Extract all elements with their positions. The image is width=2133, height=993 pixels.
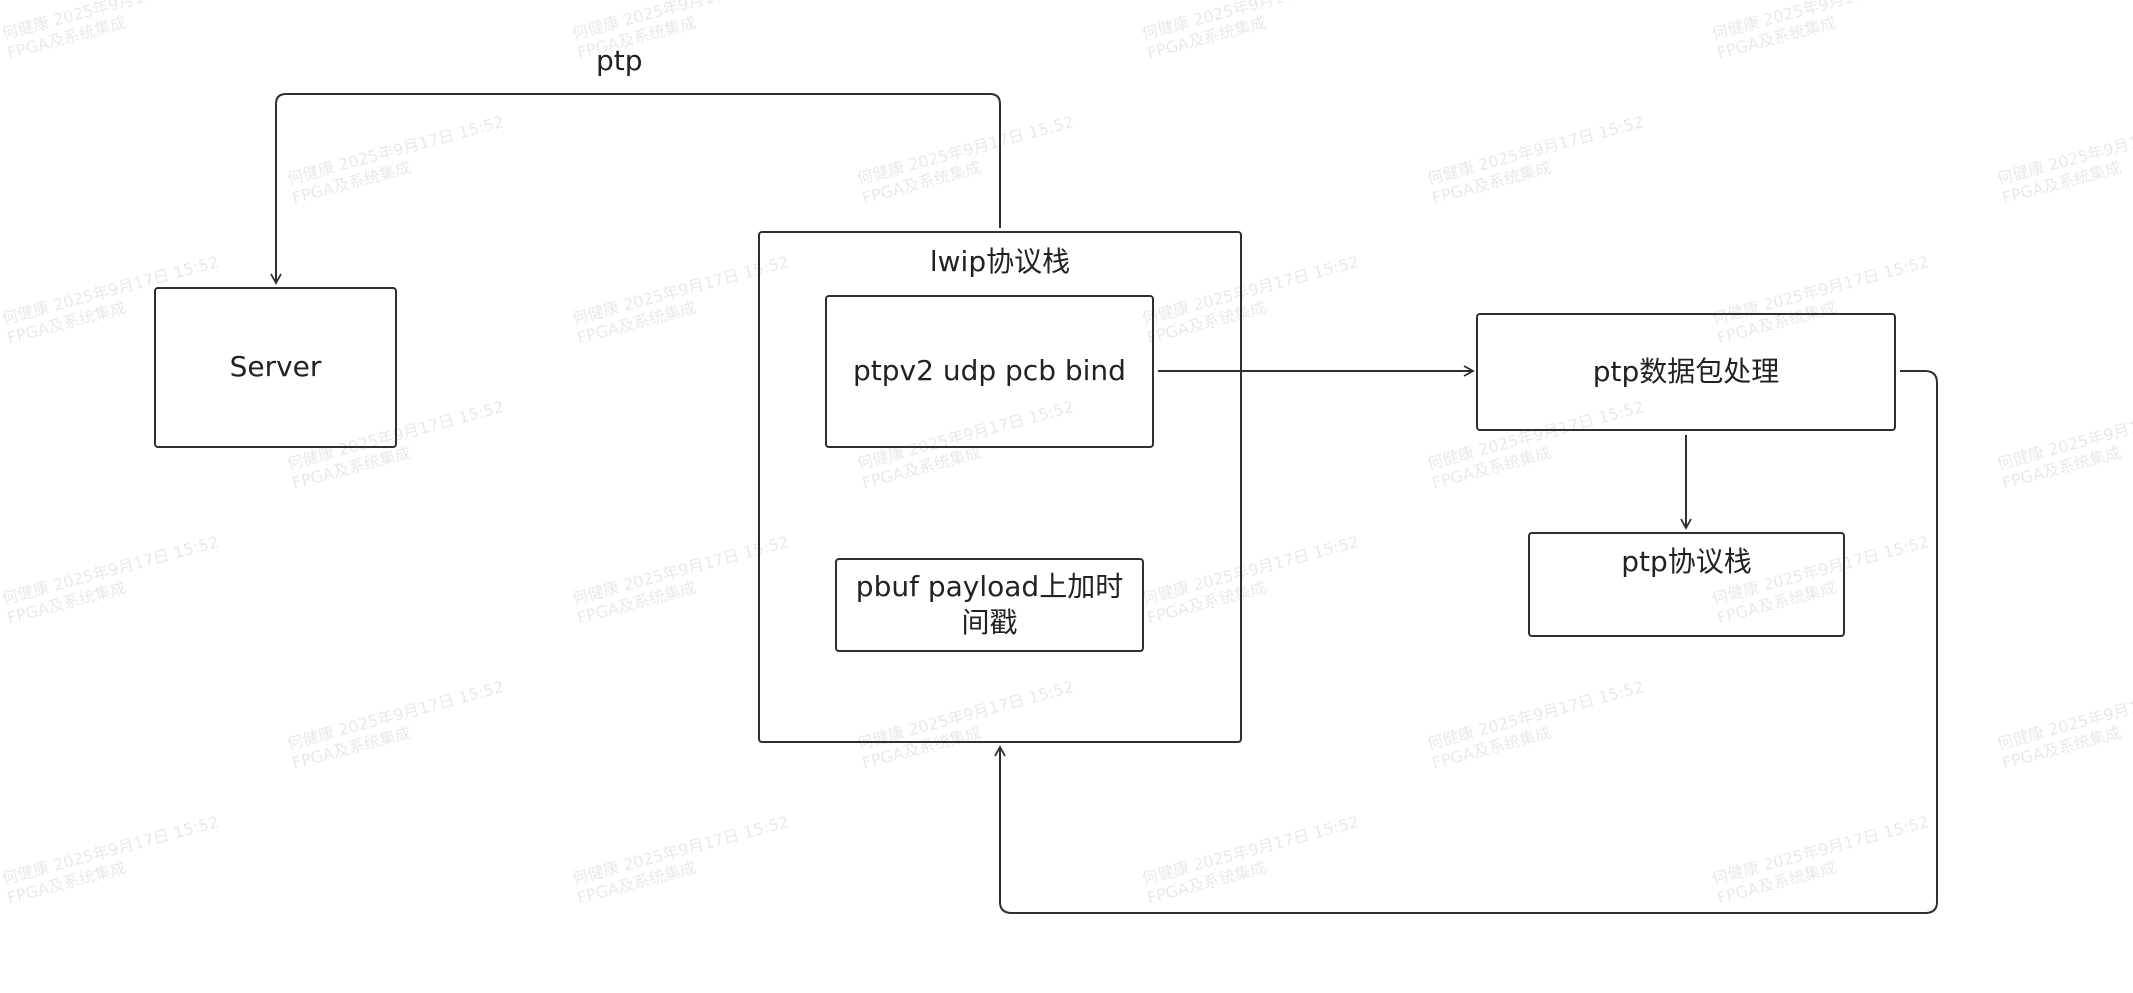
ptp-packet-processing-label: ptp数据包处理 [1592, 354, 1780, 388]
ptp-stack-node[interactable]: ptp协议栈 [1528, 532, 1845, 637]
ptp-stack-label: ptp协议栈 [1621, 545, 1752, 578]
pbuf-timestamp-node[interactable]: pbuf payload上加时间戳 [835, 558, 1144, 652]
lwip-stack-title: lwip协议栈 [929, 245, 1071, 278]
edge-label-ptp: ptp [596, 44, 643, 77]
edge-ptp-to-server [270, 93, 1001, 285]
pbuf-timestamp-label: pbuf payload上加时间戳 [855, 569, 1124, 639]
ptpv2-bind-node[interactable]: ptpv2 udp pcb bind [825, 295, 1154, 448]
edge-processing-to-lwip [994, 370, 1938, 914]
lwip-stack-container[interactable] [758, 231, 1242, 743]
ptp-packet-processing-node[interactable]: ptp数据包处理 [1476, 313, 1896, 431]
server-node-label: Server [229, 350, 322, 384]
server-node[interactable]: Server [154, 287, 397, 448]
ptpv2-bind-label: ptpv2 udp pcb bind [853, 354, 1126, 388]
